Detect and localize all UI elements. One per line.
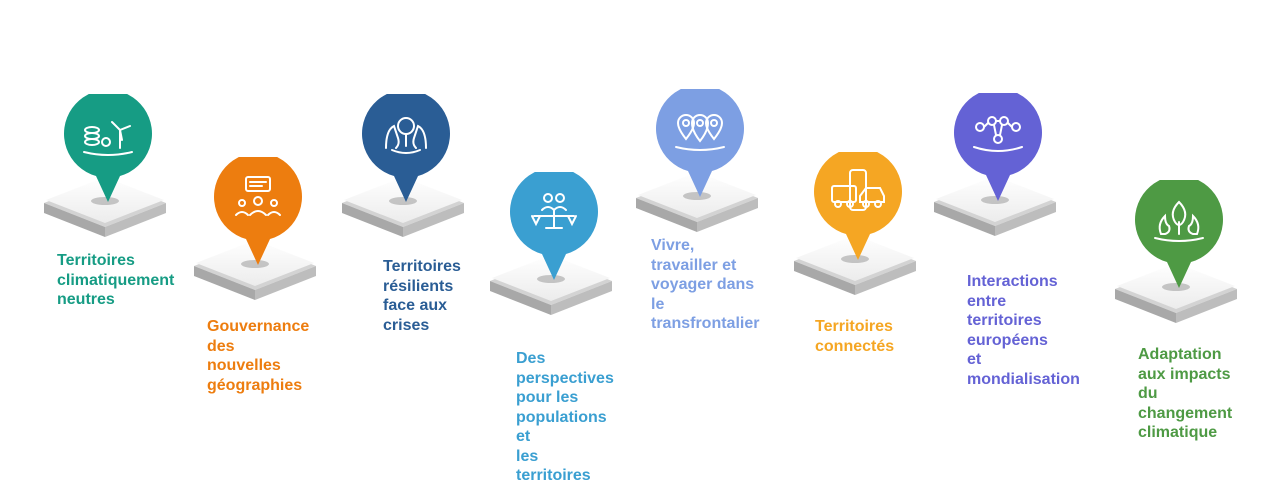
governance-meeting-icon — [230, 171, 286, 227]
theme-label: Des perspectives pour les populations et… — [516, 350, 614, 484]
balance-people-icon — [526, 186, 582, 242]
map-pin-marker — [508, 167, 600, 282]
theme-label: Interactions entre territoires européens… — [967, 273, 1080, 388]
network-people-icon — [970, 107, 1026, 163]
platform-tile — [490, 255, 612, 315]
map-pin-marker — [1133, 175, 1225, 290]
map-pin-marker — [952, 88, 1044, 203]
theme-label: Territoires résilients face aux crises — [383, 258, 461, 334]
theme-label: Territoires climatiquement neutres — [57, 252, 175, 308]
nature-fire-icon — [1151, 194, 1207, 250]
map-pin-marker — [654, 84, 746, 199]
theme-label: Gouvernance des nouvelles géographies — [207, 318, 310, 394]
platform-tile — [636, 172, 758, 232]
map-pin-marker — [360, 89, 452, 204]
theme-label: Adaptation aux impacts du changement cli… — [1138, 346, 1233, 441]
map-pin-marker — [212, 152, 304, 267]
map-pins-icon — [672, 103, 728, 159]
map-pin-marker — [62, 89, 154, 204]
platform-tile — [44, 177, 166, 237]
resilience-hands-icon — [378, 108, 434, 164]
connected-transport-icon — [830, 166, 886, 222]
platform-tile — [934, 176, 1056, 236]
platform-tile — [194, 240, 316, 300]
platform-tile — [794, 235, 916, 295]
map-pin-marker — [812, 147, 904, 262]
platform-tile — [1115, 263, 1237, 323]
theme-label: Territoires connectés — [815, 318, 895, 355]
theme-label: Vivre, travailler et voyager dans le tra… — [651, 237, 760, 332]
platform-tile — [342, 177, 464, 237]
wind-turbine-icon — [80, 108, 136, 164]
